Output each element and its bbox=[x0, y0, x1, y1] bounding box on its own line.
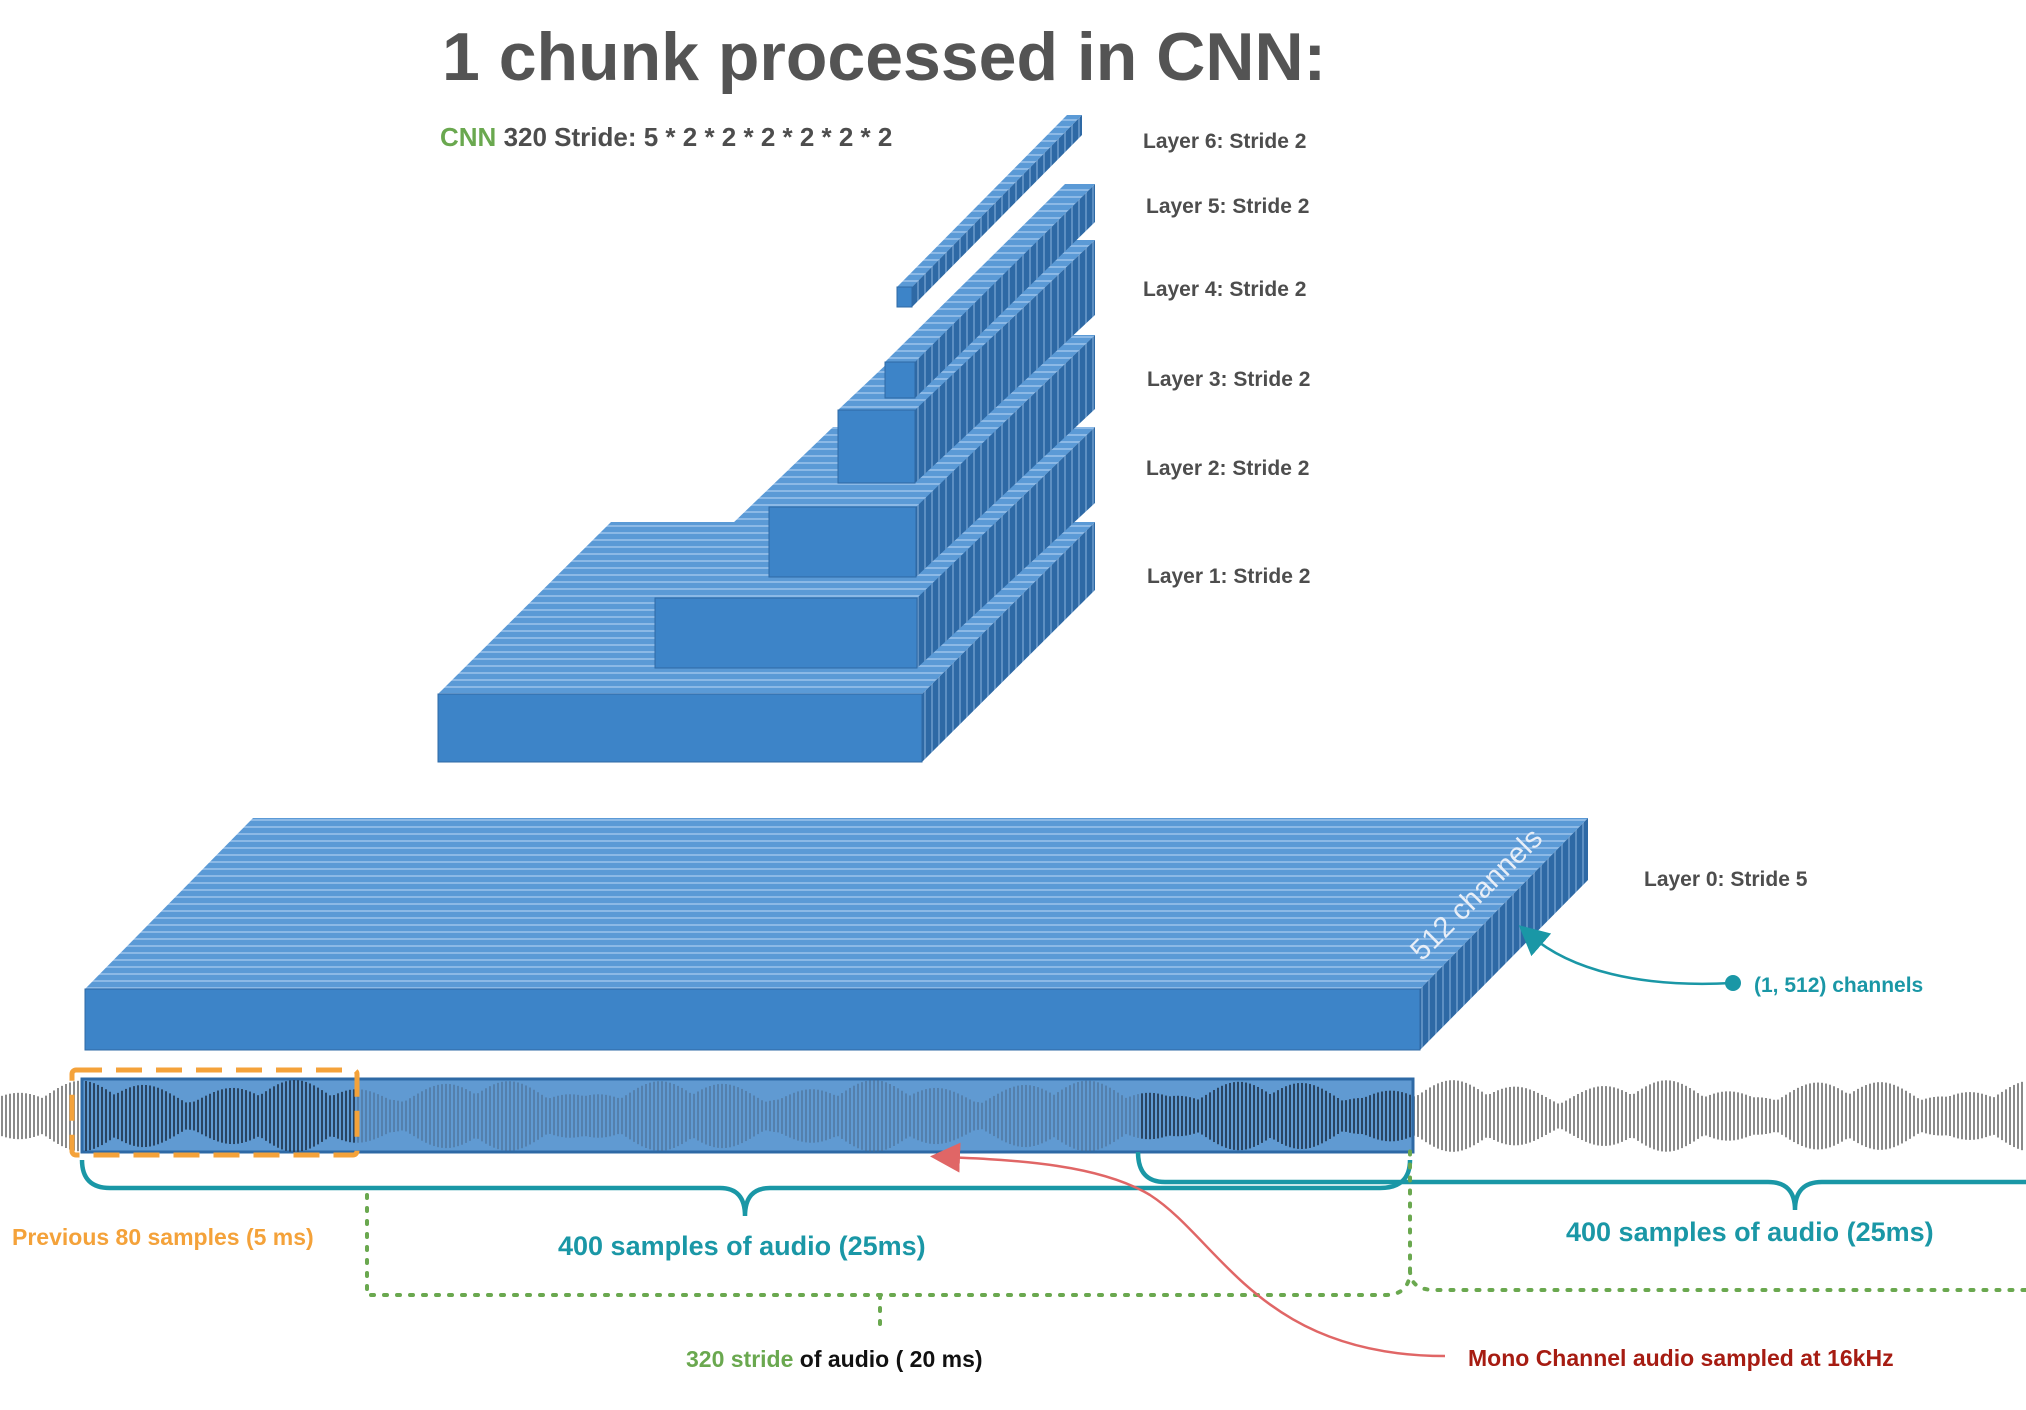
layer0-block: 512 channels bbox=[84, 818, 1588, 1051]
audio-waveform bbox=[1, 1080, 2023, 1152]
layer5-label: Layer 5: Stride 2 bbox=[1146, 195, 1309, 218]
window1-label: 400 samples of audio (25ms) bbox=[558, 1231, 926, 1261]
layer3-label: Layer 3: Stride 2 bbox=[1147, 368, 1310, 391]
layer1-label: Layer 1: Stride 2 bbox=[1147, 565, 1310, 588]
cnn-stride-formula: CNN 320 Stride: 5 * 2 * 2 * 2 * 2 * 2 * … bbox=[440, 122, 892, 152]
stride-label: 320 stride of audio ( 20 ms) bbox=[686, 1346, 983, 1372]
layer4-label: Layer 4: Stride 2 bbox=[1143, 278, 1306, 301]
layer6-label: Layer 6: Stride 2 bbox=[1143, 130, 1306, 153]
stride-label-rest: of audio ( 20 ms) bbox=[793, 1346, 982, 1372]
layer2-label: Layer 2: Stride 2 bbox=[1146, 457, 1309, 480]
window2-brace bbox=[1135, 1151, 2026, 1211]
layer0-label: Layer 0: Stride 5 bbox=[1644, 868, 1808, 891]
cnn-keyword: CNN bbox=[440, 122, 496, 152]
previous-samples-box bbox=[69, 1067, 360, 1158]
cnn-layer-stack bbox=[437, 115, 1095, 763]
mono-label: Mono Channel audio sampled at 16kHz bbox=[1468, 1345, 1894, 1371]
stride-formula: 320 Stride: 5 * 2 * 2 * 2 * 2 * 2 * 2 bbox=[496, 122, 892, 152]
channels-callout-dot bbox=[1725, 975, 1741, 991]
channels-callout-line bbox=[1518, 925, 1733, 986]
layer5-block bbox=[884, 184, 1095, 399]
audio-window-box bbox=[80, 1077, 1415, 1154]
previous-samples-label: Previous 80 samples (5 ms) bbox=[12, 1224, 314, 1250]
channels-callout-label: (1, 512) channels bbox=[1754, 974, 1923, 997]
stride-bracket-next bbox=[1408, 1268, 2026, 1292]
stride-label-green: 320 stride bbox=[686, 1346, 793, 1372]
layer6-block bbox=[896, 115, 1082, 308]
window2-label: 400 samples of audio (25ms) bbox=[1566, 1217, 1934, 1247]
window1-brace bbox=[79, 1159, 1413, 1217]
audio-window-waveform bbox=[85, 1080, 1411, 1152]
diagram-title: 1 chunk processed in CNN: bbox=[442, 19, 1326, 95]
mono-arrow bbox=[930, 1142, 1446, 1358]
